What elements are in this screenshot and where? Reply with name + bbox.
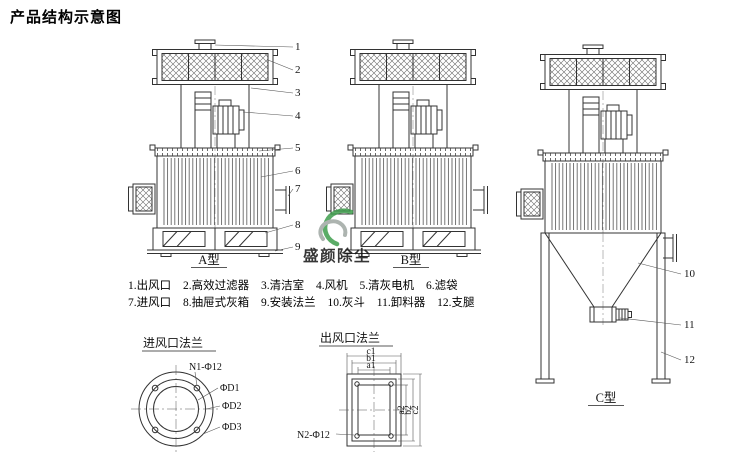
leader-lines: [214, 44, 682, 361]
callout-5: 5: [295, 142, 301, 154]
dim-label-c1: c1: [367, 347, 376, 357]
callout-1: 1: [295, 41, 301, 53]
dim-label-d1: ΦD1: [220, 383, 240, 394]
callout-numbers: 1 2 3 4 5 6 7 8 9 10 11 12: [295, 41, 696, 366]
legend-item: 7.进风口: [128, 297, 172, 309]
outlet-flange-title: 出风口法兰: [320, 331, 380, 345]
legend-item: 8.抽屉式灰箱: [183, 297, 250, 309]
model-label-a: A型: [198, 253, 220, 267]
bolt-hole: [388, 433, 394, 439]
inlet-flange-drawing: 进风口法兰 N1-Φ12 ΦD1 ΦD2 ΦD3: [131, 336, 242, 453]
dim-label-b2: b2: [404, 405, 414, 415]
logo-swirl-gray: [318, 219, 348, 241]
legend-item: 11.卸料器: [376, 297, 426, 309]
outlet-bolt-label: N2-Φ12: [297, 430, 330, 441]
machine-b-drawing: [326, 39, 488, 257]
callout-2: 2: [295, 64, 301, 76]
dim-label-d3: ΦD3: [222, 422, 242, 433]
watermark-logo: 盛颜除尘: [303, 208, 371, 265]
watermark-text: 盛颜除尘: [303, 246, 371, 265]
legend-item: 6.滤袋: [426, 280, 458, 292]
callout-7: 7: [295, 183, 301, 195]
callout-12: 12: [684, 354, 695, 366]
legend-item: 10.灰斗: [327, 297, 365, 309]
callout-6: 6: [295, 165, 301, 177]
bolt-hole: [151, 384, 159, 392]
callout-9: 9: [295, 241, 301, 253]
legend-item: 5.清灰电机: [359, 280, 415, 292]
callout-11: 11: [684, 319, 695, 331]
bolt-hole: [193, 426, 201, 434]
model-labels: A型 B型 C型: [191, 253, 624, 406]
callout-4: 4: [295, 110, 301, 122]
legend-item: 2.高效过滤器: [183, 280, 250, 292]
model-label-c: C型: [596, 391, 617, 405]
bolt-hole: [354, 381, 360, 387]
legend-item: 3.清洁室: [261, 280, 305, 292]
callout-8: 8: [295, 219, 301, 231]
machine-c-drawing: [516, 44, 677, 384]
model-label-b: B型: [401, 253, 422, 267]
bolt-hole: [388, 381, 394, 387]
callout-3: 3: [295, 87, 301, 99]
legend-row-1: 1.出风口 2.高效过滤器 3.清洁室 4.风机 5.清灰电机 6.滤袋: [128, 277, 467, 293]
dim-label-a2: a2: [397, 405, 407, 414]
legend-item: 9.安装法兰: [261, 297, 316, 309]
dim-label-d2: ΦD2: [222, 401, 242, 412]
inlet-flange-title: 进风口法兰: [143, 336, 203, 350]
support-leg-right: [656, 232, 666, 380]
legend-item: 12.支腿: [437, 297, 475, 309]
dim-label-b1: b1: [366, 354, 376, 364]
support-leg-left: [540, 232, 550, 380]
bolt-hole: [151, 426, 159, 434]
dim-label-c2: c2: [411, 405, 421, 414]
inlet-bolt-label: N1-Φ12: [189, 362, 222, 373]
legend-item: 1.出风口: [128, 280, 172, 292]
callout-10: 10: [684, 268, 696, 280]
outlet-flange-drawing: 出风口法兰: [297, 331, 422, 452]
machine-a-drawing: [128, 39, 290, 257]
logo-swirl-green: [322, 208, 354, 247]
dim-label-a1: a1: [367, 361, 376, 371]
page-title: 产品结构示意图: [10, 9, 123, 26]
legend-row-2: 7.进风口 8.抽屉式灰箱 9.安装法兰 10.灰斗 11.卸料器 12.支腿: [128, 294, 483, 310]
bolt-hole: [354, 433, 360, 439]
legend-item: 4.风机: [316, 280, 348, 292]
